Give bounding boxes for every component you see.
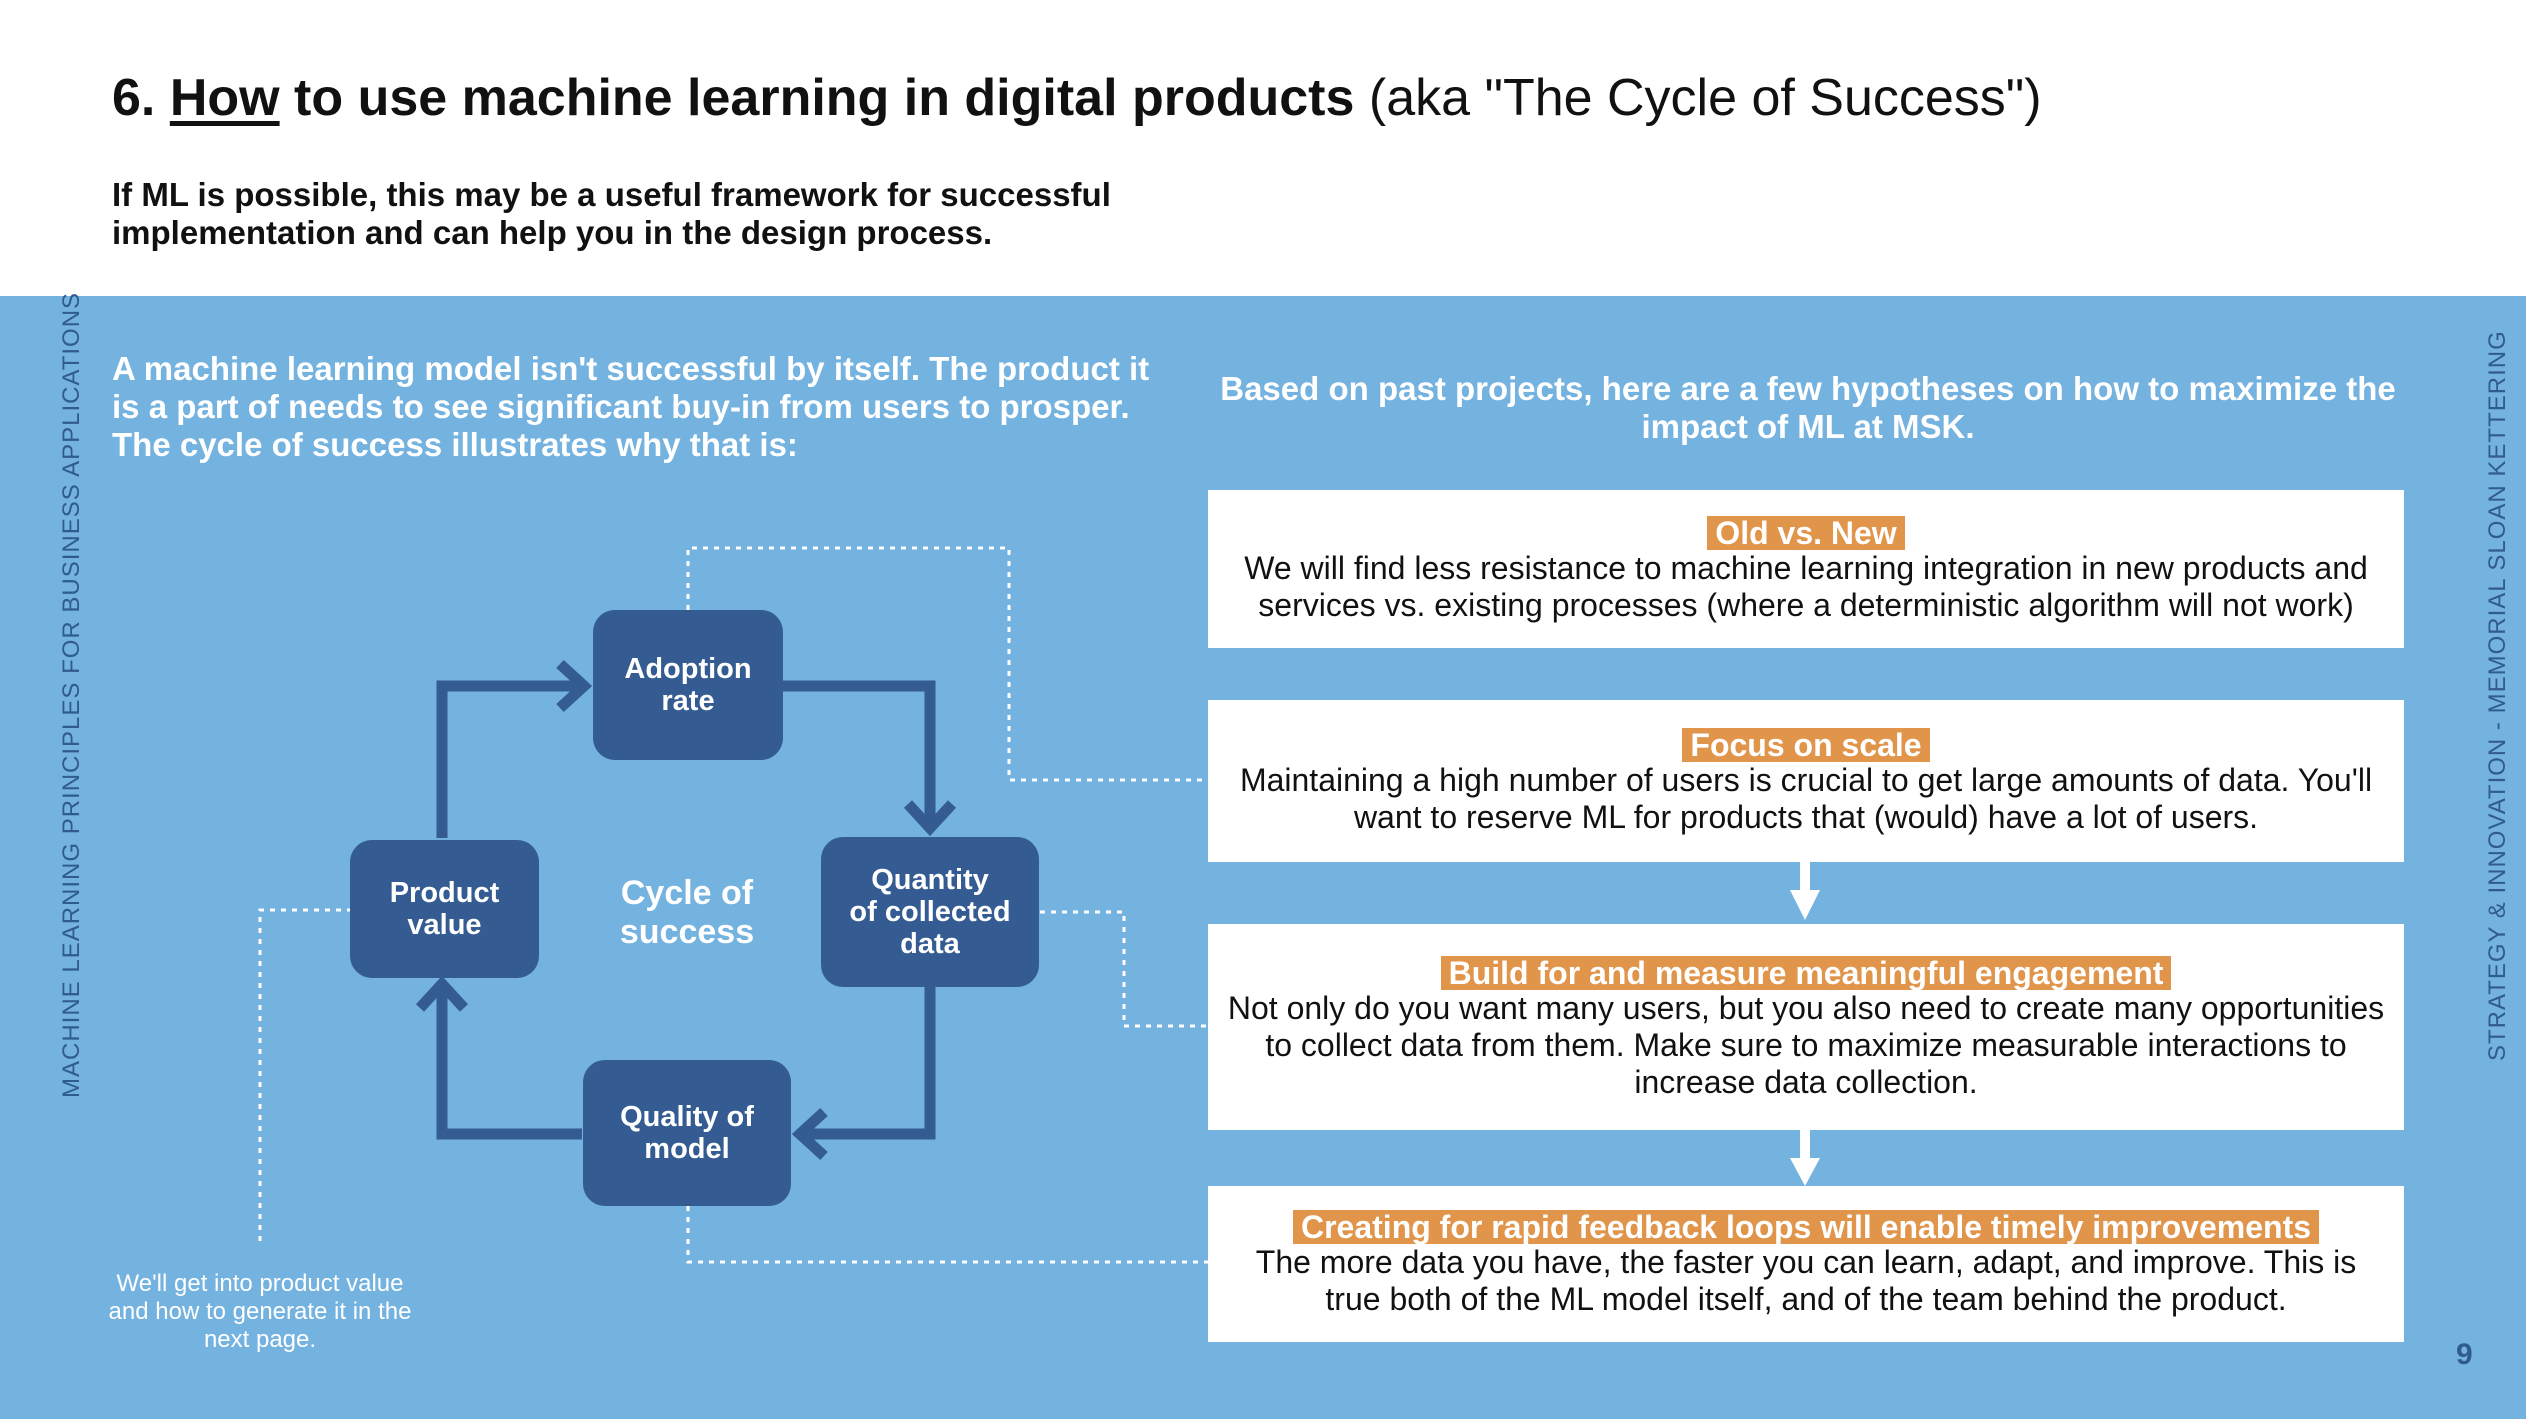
- hypothesis-tag: Creating for rapid feedback loops will e…: [1292, 1210, 2320, 1244]
- page-subtitle: If ML is possible, this may be a useful …: [112, 176, 1111, 251]
- cycle-center-label: Cycle of success: [619, 874, 755, 951]
- title-number: 6.: [112, 69, 156, 127]
- hypothesis-card-focus-on-scale: Focus on scale Maintaining a high number…: [1208, 700, 2404, 862]
- hypothesis-text: The more data you have, the faster you c…: [1255, 1244, 2357, 1317]
- hypothesis-card-old-vs-new: Old vs. New We will find less resistance…: [1208, 490, 2404, 648]
- dotted-product-to-note: [258, 908, 352, 1246]
- title-aka: (aka "The Cycle of Success"): [1368, 69, 2042, 127]
- hypothesis-text: Maintaining a high number of users is cr…: [1239, 762, 2373, 835]
- dotted-quantity-to-card3: [1040, 910, 1208, 1028]
- hypothesis-tag: Old vs. New: [1707, 516, 1905, 550]
- hypothesis-tag: Focus on scale: [1682, 728, 1930, 762]
- cycle-arrows: [415, 659, 957, 1161]
- arrow-card3-to-card4-head: [1790, 1158, 1820, 1186]
- hypothesis-card-rapid-feedback: Creating for rapid feedback loops will e…: [1208, 1186, 2404, 1342]
- hypothesis-text: We will find less resistance to machine …: [1244, 550, 2368, 623]
- hypothesis-tag: Build for and measure meaningful engagem…: [1440, 956, 2172, 990]
- node-product-value: Product value: [350, 840, 539, 978]
- arrow-quantity-to-quality: [806, 986, 936, 1140]
- intro-text: A machine learning model isn't successfu…: [112, 350, 1150, 463]
- title-how: How: [169, 69, 280, 127]
- hypothesis-card-meaningful-engagement: Build for and measure meaningful engagem…: [1208, 924, 2404, 1130]
- hypothesis-text: Not only do you want many users, but you…: [1227, 990, 2385, 1100]
- hypotheses-heading: Based on past projects, here are a few h…: [1220, 370, 2396, 445]
- page-number: 9: [2456, 1338, 2473, 1371]
- card-arrows: [1790, 862, 1820, 1186]
- node-adoption-rate: Adoption rate: [593, 610, 783, 760]
- node-quality-of-model: Quality of model: [583, 1060, 791, 1206]
- node-quantity-of-collected-data: Quantity of collected data: [821, 837, 1039, 987]
- title-main: to use machine learning in digital produ…: [294, 69, 1355, 127]
- dotted-quality-to-card4: [686, 1206, 1208, 1264]
- page-title: 6. How to use machine learning in digita…: [112, 68, 2042, 128]
- product-value-note: We'll get into product value and how to …: [108, 1270, 412, 1353]
- dotted-connectors: [258, 546, 1208, 1264]
- arrow-product-to-adoption: [436, 680, 578, 838]
- arrow-quality-to-product: [436, 990, 582, 1140]
- arrow-card2-to-card3-shaft: [1800, 862, 1810, 892]
- arrow-card3-to-card4-shaft: [1800, 1130, 1810, 1160]
- arrow-adoption-to-quantity: [782, 680, 936, 822]
- arrow-card2-to-card3-head: [1790, 890, 1820, 920]
